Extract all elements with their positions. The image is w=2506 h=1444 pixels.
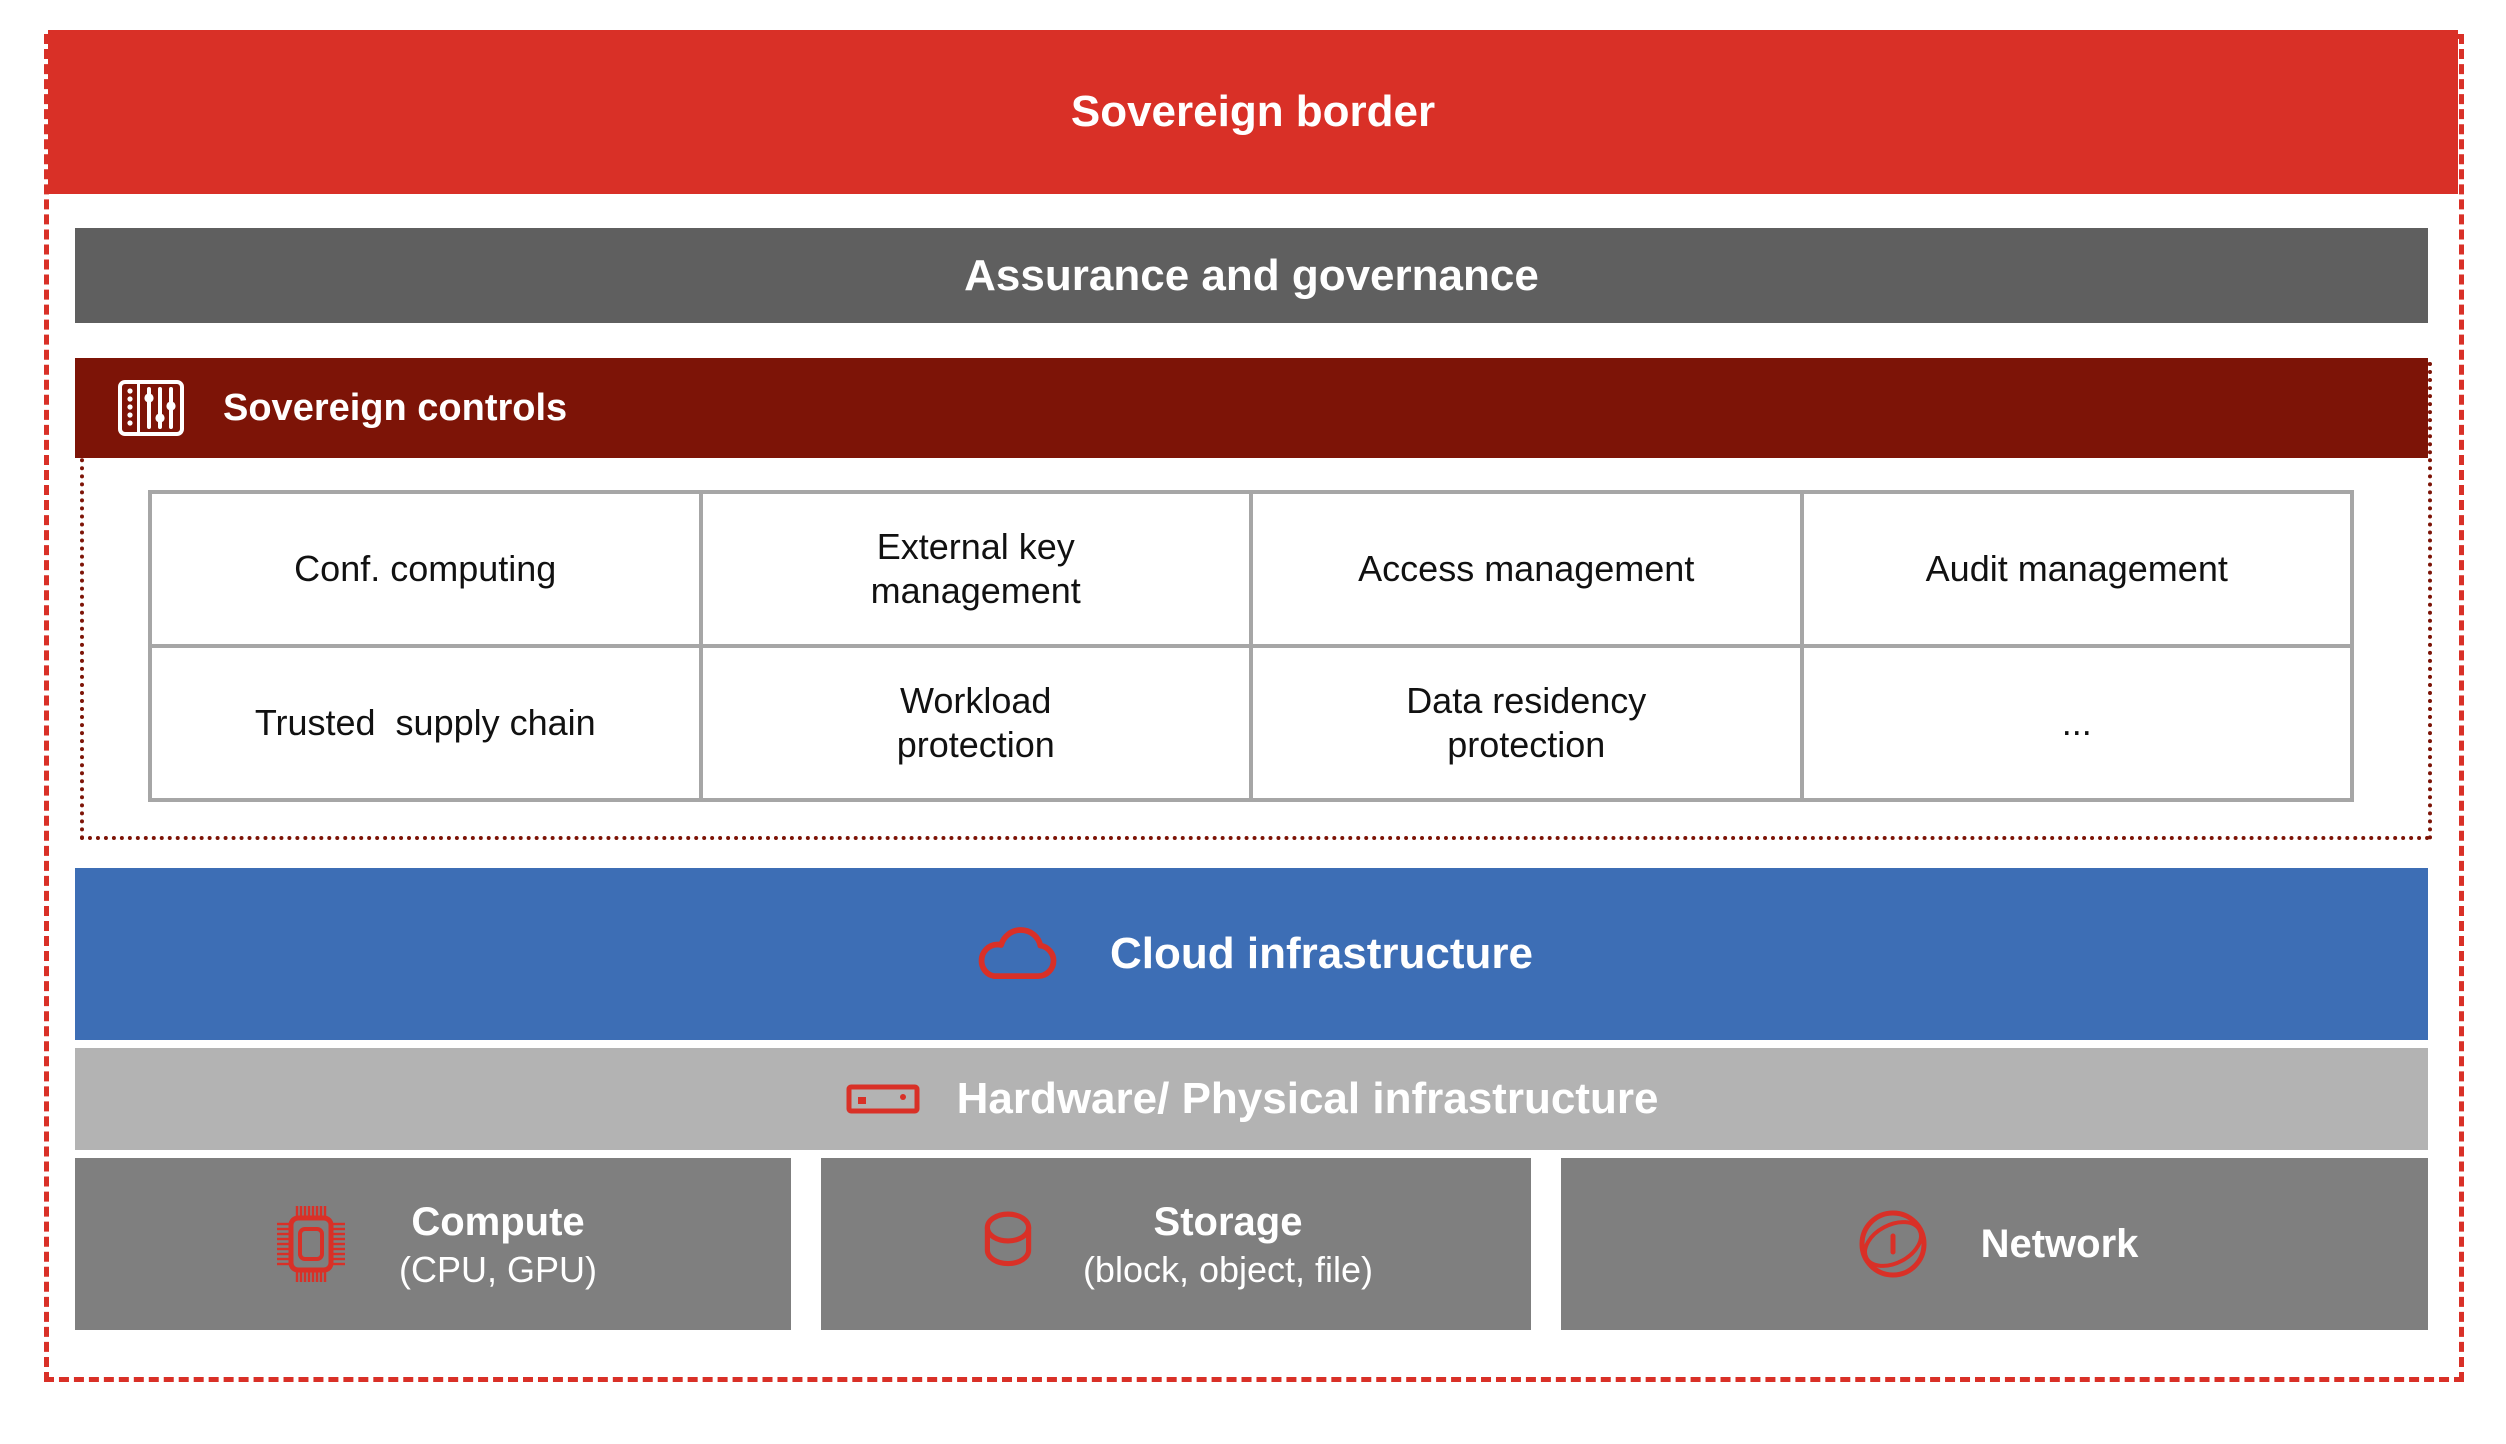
- sovereign-border-label: Sovereign border: [1070, 87, 1436, 136]
- hardware-infrastructure-label: Hardware/ Physical infrastructure: [956, 1074, 1659, 1123]
- assurance-governance-bar: Assurance and governance: [75, 228, 2428, 323]
- storage-box: Storage (block, object, file): [821, 1158, 1531, 1330]
- assurance-governance-label: Assurance and governance: [964, 250, 1539, 300]
- control-cell-workload-protect: Workload protection: [702, 648, 1249, 798]
- chip-icon: [277, 1206, 345, 1282]
- storage-title: Storage: [1153, 1199, 1303, 1244]
- sliders-icon: [118, 380, 184, 436]
- control-cell-audit-mgmt: Audit management: [1803, 494, 2350, 644]
- sovereign-controls-bar: Sovereign controls: [75, 358, 2428, 458]
- cloud-infrastructure-bar: Cloud infrastructure: [75, 868, 2428, 1040]
- cloud-icon: [978, 927, 1057, 979]
- sovereign-controls-grid: Conf. computing External key management …: [148, 490, 2354, 802]
- network-title: Network: [1980, 1222, 2139, 1266]
- control-cell-conf-computing: Conf. computing: [152, 494, 699, 644]
- control-cell-external-key: External key management: [702, 494, 1249, 644]
- control-cell-data-residency: Data residency protection: [1253, 648, 1800, 798]
- storage-icon: [984, 1211, 1032, 1267]
- sovereign-border-bar: Sovereign border: [48, 30, 2458, 194]
- control-cell-ellipsis: ...: [1803, 648, 2350, 798]
- compute-title: Compute: [411, 1199, 585, 1244]
- compute-subtitle: (CPU, GPU): [399, 1248, 597, 1290]
- control-cell-trusted-supply: Trusted supply chain: [152, 648, 699, 798]
- cloud-infrastructure-label: Cloud infrastructure: [1110, 929, 1533, 978]
- server-icon: [846, 1084, 920, 1114]
- control-cell-access-mgmt: Access management: [1253, 494, 1800, 644]
- compute-box: Compute (CPU, GPU): [75, 1158, 791, 1330]
- hardware-infrastructure-bar: Hardware/ Physical infrastructure: [75, 1048, 2428, 1150]
- sovereign-controls-label: Sovereign controls: [223, 386, 568, 429]
- storage-subtitle: (block, object, file): [1082, 1248, 1374, 1290]
- network-icon: [1859, 1210, 1927, 1278]
- network-box: Network: [1561, 1158, 2428, 1330]
